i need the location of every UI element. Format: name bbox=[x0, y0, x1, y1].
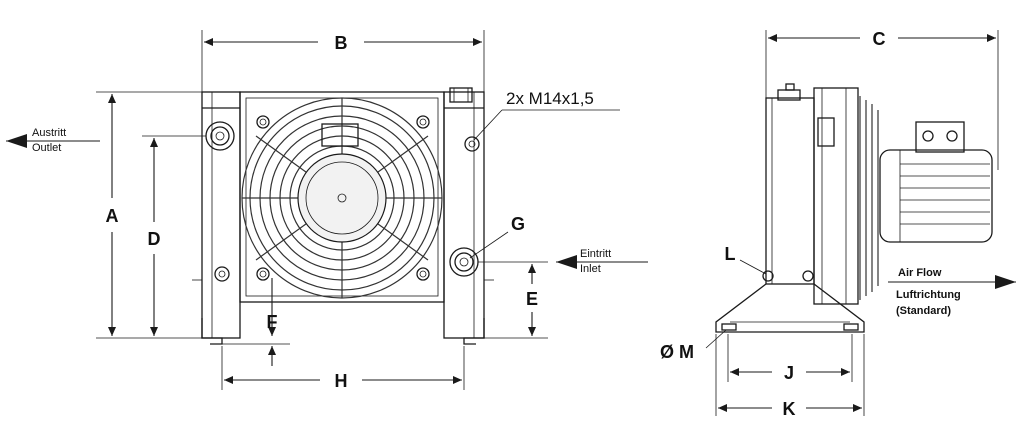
mount-hole-l bbox=[762, 270, 774, 282]
dim-label-h: H bbox=[335, 371, 348, 391]
side-mount bbox=[715, 283, 865, 333]
drain-plug bbox=[214, 266, 230, 282]
corner-screws bbox=[256, 115, 430, 281]
dim-label-f: F bbox=[267, 312, 278, 332]
dim-label-d: D bbox=[148, 229, 161, 249]
inlet-label-en: Inlet bbox=[580, 263, 601, 275]
dim-label-g: G bbox=[511, 214, 525, 234]
outlet-label-de: Austritt bbox=[32, 127, 66, 139]
cooler-core bbox=[765, 97, 815, 285]
airflow-label-standard: (Standard) bbox=[896, 305, 951, 317]
front-dimensions bbox=[6, 30, 648, 390]
dim-label-b: B bbox=[335, 33, 348, 53]
motor-body bbox=[879, 149, 993, 243]
side-fan-guard bbox=[859, 96, 879, 300]
right-foot bbox=[463, 318, 485, 345]
dim-label-m: Ø M bbox=[660, 342, 694, 362]
filler-cap bbox=[449, 87, 473, 103]
front-view bbox=[192, 87, 494, 345]
thread-label: 2x M14x1,5 bbox=[506, 89, 594, 108]
fan-shroud bbox=[239, 91, 445, 303]
right-side-plate bbox=[443, 91, 485, 339]
side-dimensions bbox=[705, 30, 1016, 416]
terminal-box bbox=[915, 121, 965, 153]
inlet-label-de: Eintritt bbox=[580, 248, 611, 260]
outlet-port bbox=[205, 121, 235, 151]
dim-label-e: E bbox=[526, 289, 538, 309]
side-view bbox=[715, 83, 993, 333]
left-foot bbox=[201, 318, 223, 345]
dim-label-k: K bbox=[783, 399, 796, 419]
outlet-label-en: Outlet bbox=[32, 142, 61, 154]
dim-label-a: A bbox=[106, 206, 119, 226]
dim-label-j: J bbox=[784, 363, 794, 383]
airflow-label-de: Luftrichtung bbox=[896, 289, 961, 301]
dim-label-l: L bbox=[725, 244, 736, 264]
thread-port bbox=[464, 136, 480, 152]
airflow-label-en: Air Flow bbox=[898, 267, 942, 279]
fan-hub bbox=[297, 153, 387, 243]
dim-label-c: C bbox=[873, 29, 886, 49]
